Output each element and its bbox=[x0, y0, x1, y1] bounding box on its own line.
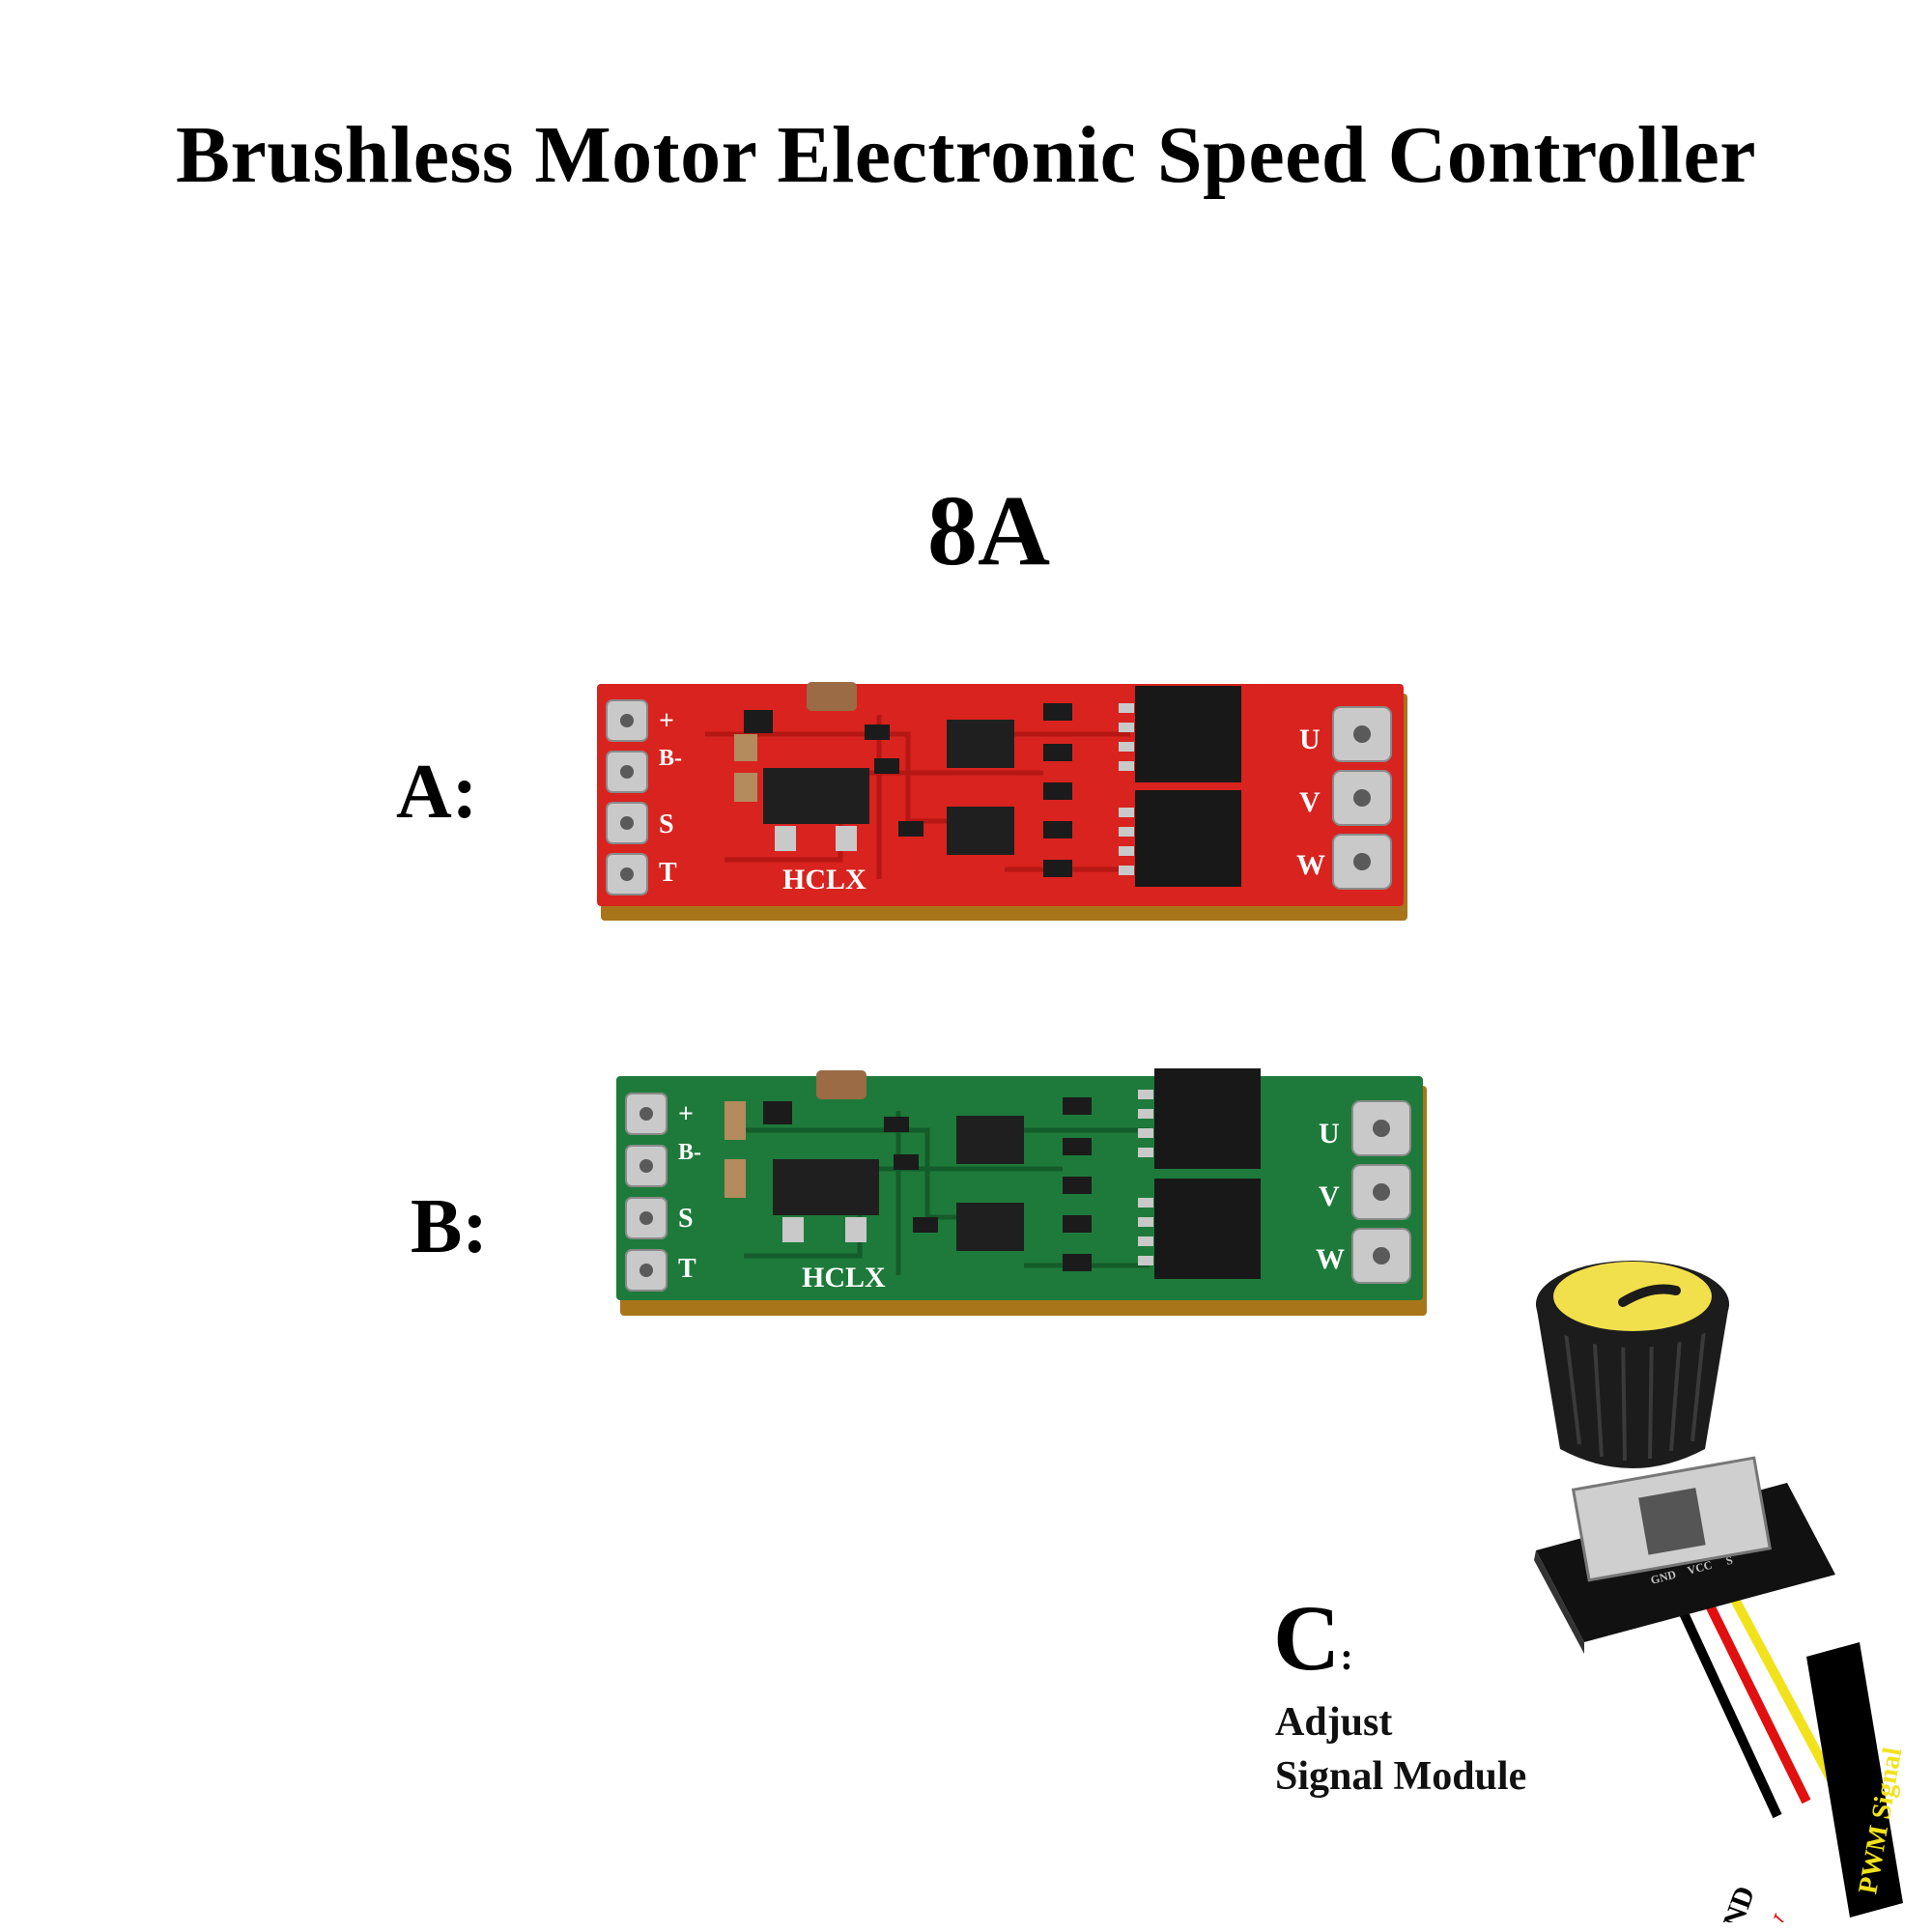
pad-label-t: T bbox=[659, 858, 677, 888]
variant-c-letter: C bbox=[1273, 1586, 1341, 1690]
wire-label-gnd: GND bbox=[1709, 1882, 1761, 1922]
pin-label-gnd: GND bbox=[1649, 1567, 1678, 1587]
caption-line-2: Signal Module bbox=[1275, 1754, 1527, 1799]
pad-label-w: W bbox=[1316, 1243, 1345, 1275]
pad-label-bminus: B- bbox=[659, 746, 682, 771]
variant-c-caption: Adjust Signal Module bbox=[1275, 1695, 1526, 1804]
pad-label-v: V bbox=[1299, 786, 1321, 818]
pad-label-w: W bbox=[1296, 849, 1325, 881]
wire-gnd bbox=[1679, 1610, 1782, 1819]
variant-b-label: B: bbox=[411, 1184, 488, 1269]
pad-label-s: S bbox=[678, 1204, 694, 1234]
pcb-body bbox=[597, 684, 1404, 906]
wire-signal bbox=[1729, 1595, 1840, 1790]
variant-a-label: A: bbox=[396, 750, 478, 835]
page-title: Brushless Motor Electronic Speed Control… bbox=[175, 110, 1757, 200]
wire-vcc bbox=[1705, 1603, 1811, 1804]
pad-label-u: U bbox=[1319, 1118, 1340, 1150]
pad-label-plus: + bbox=[678, 1099, 694, 1129]
pad-label-plus: + bbox=[659, 706, 674, 736]
pad-label-bminus: B- bbox=[678, 1140, 701, 1165]
silkscreen-label: HCLX bbox=[782, 864, 867, 895]
esc-board-green-image: + B- S T U V W HCLX bbox=[616, 1068, 1427, 1316]
adjust-signal-module-image: GND VCC S GND 5-26V PWM Signal bbox=[1534, 1261, 1908, 1922]
pad-label-s: S bbox=[659, 810, 674, 839]
variant-c-colon: : bbox=[1340, 1634, 1353, 1678]
pad-label-u: U bbox=[1299, 724, 1321, 755]
variant-c-label: C: bbox=[1273, 1584, 1353, 1691]
pad-label-v: V bbox=[1319, 1180, 1340, 1212]
current-rating: 8A bbox=[927, 475, 1051, 586]
pad-label-t: T bbox=[678, 1254, 696, 1284]
pwm-signal-tag bbox=[1806, 1642, 1903, 1918]
pin-label-s: S bbox=[1724, 1553, 1734, 1568]
caption-line-1: Adjust bbox=[1275, 1700, 1393, 1745]
esc-board-red-image: + B- S T U V W HCLX bbox=[597, 682, 1407, 921]
silkscreen-label: HCLX bbox=[802, 1262, 886, 1293]
